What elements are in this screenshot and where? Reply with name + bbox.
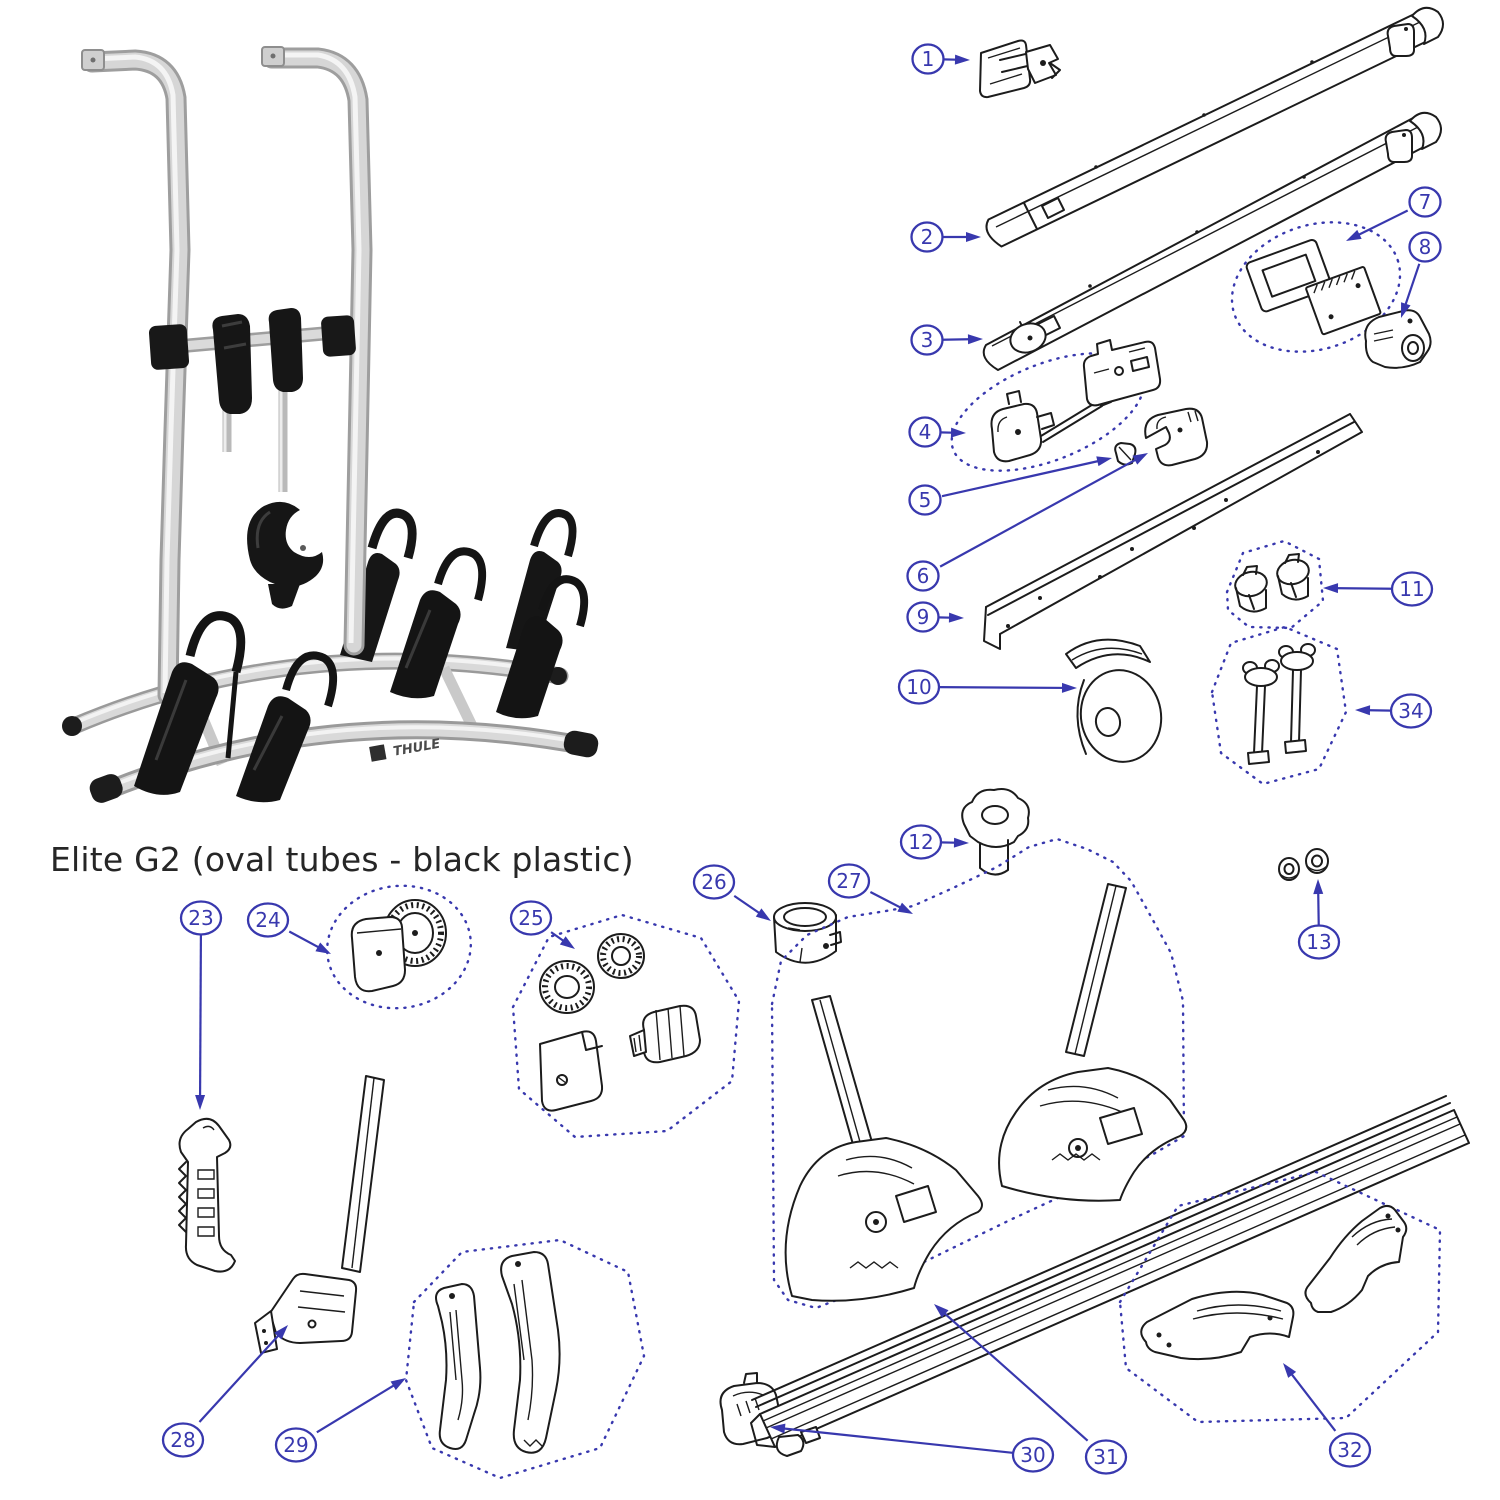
callout-number: 11 bbox=[1399, 577, 1424, 601]
callout-number: 29 bbox=[283, 1433, 308, 1457]
part-24-drawing bbox=[325, 884, 473, 1010]
part-7-drawing bbox=[1230, 221, 1402, 353]
part-3-drawing bbox=[982, 111, 1442, 371]
group-24-outline bbox=[325, 884, 473, 1010]
callout-number: 4 bbox=[919, 420, 932, 444]
part-28-drawing bbox=[254, 1075, 385, 1354]
callout-34[interactable]: 34 bbox=[1355, 693, 1433, 729]
callout-27[interactable]: 27 bbox=[827, 863, 913, 915]
callout-number: 34 bbox=[1398, 699, 1423, 723]
callout-number: 28 bbox=[170, 1428, 195, 1452]
crossbar-clamp bbox=[321, 315, 356, 357]
rail-end-cap bbox=[549, 667, 567, 685]
callout-number: 23 bbox=[188, 906, 213, 930]
part-25-drawing bbox=[511, 913, 741, 1139]
callout-number: 26 bbox=[701, 870, 726, 894]
callout-number: 8 bbox=[1419, 235, 1432, 259]
callout-25[interactable]: 25 bbox=[509, 900, 575, 950]
callout-30[interactable]: 30 bbox=[770, 1423, 1055, 1473]
part-23-drawing bbox=[178, 1117, 236, 1273]
callout-number: 1 bbox=[922, 47, 935, 71]
part-13-drawing bbox=[1278, 848, 1329, 881]
part-32-drawing bbox=[1118, 1170, 1442, 1424]
strap-buckle bbox=[212, 314, 252, 414]
callout-8[interactable]: 8 bbox=[1401, 231, 1442, 319]
callout-4[interactable]: 4 bbox=[908, 416, 967, 448]
callout-1[interactable]: 1 bbox=[911, 43, 971, 75]
rail-end-cap bbox=[89, 774, 123, 803]
wheel-holder bbox=[236, 651, 338, 803]
rail-end-cap bbox=[62, 716, 82, 736]
callout-number: 10 bbox=[906, 675, 931, 699]
callout-number: 7 bbox=[1419, 190, 1432, 214]
callout-24[interactable]: 24 bbox=[246, 902, 331, 955]
callout-10[interactable]: 10 bbox=[897, 669, 1077, 705]
part-26-drawing bbox=[773, 902, 842, 964]
callout-number: 9 bbox=[917, 605, 930, 629]
wheel-holder bbox=[134, 611, 246, 795]
callout-3[interactable]: 3 bbox=[910, 324, 984, 356]
callout-6[interactable]: 6 bbox=[906, 453, 1149, 592]
callout-11[interactable]: 11 bbox=[1323, 571, 1434, 607]
callout-32[interactable]: 32 bbox=[1283, 1363, 1372, 1468]
frame-jaw-clamp bbox=[247, 501, 324, 609]
part-5-drawing bbox=[1114, 442, 1137, 466]
part-31-drawing bbox=[750, 1095, 1470, 1457]
callout-number: 5 bbox=[919, 488, 932, 512]
part-10-drawing bbox=[1065, 638, 1163, 763]
callout-12[interactable]: 12 bbox=[899, 824, 969, 860]
part-4-drawing bbox=[950, 339, 1162, 472]
part-27-drawing bbox=[770, 837, 1188, 1310]
callout-number: 6 bbox=[917, 564, 930, 588]
callout-number: 12 bbox=[908, 830, 933, 854]
callout-number: 2 bbox=[921, 225, 934, 249]
product-photo: THULE bbox=[62, 46, 599, 803]
callout-28[interactable]: 28 bbox=[161, 1325, 288, 1458]
callout-29[interactable]: 29 bbox=[274, 1378, 406, 1463]
part-9-drawing bbox=[983, 413, 1363, 650]
callout-5[interactable]: 5 bbox=[908, 456, 1113, 516]
callout-9[interactable]: 9 bbox=[906, 601, 965, 633]
group-7-outline bbox=[1230, 221, 1402, 353]
part-2-drawing bbox=[985, 6, 1444, 248]
crossbar-clamp bbox=[148, 324, 190, 370]
callout-number: 25 bbox=[518, 906, 543, 930]
part-34-drawing bbox=[1210, 625, 1348, 786]
callout-number: 13 bbox=[1306, 930, 1331, 954]
part-11-drawing bbox=[1225, 539, 1325, 630]
callout-number: 31 bbox=[1093, 1445, 1118, 1469]
callout-number: 3 bbox=[921, 328, 934, 352]
diagram-title: Elite G2 (oval tubes - black plastic) bbox=[50, 840, 634, 879]
callout-23[interactable]: 23 bbox=[179, 900, 223, 1111]
callout-31[interactable]: 31 bbox=[934, 1304, 1128, 1475]
part-29-drawing bbox=[404, 1238, 646, 1480]
part-1-drawing bbox=[979, 39, 1061, 99]
callout-number: 30 bbox=[1020, 1443, 1045, 1467]
callout-13[interactable]: 13 bbox=[1297, 879, 1341, 960]
part-8-drawing bbox=[1364, 309, 1432, 369]
callout-26[interactable]: 26 bbox=[692, 864, 771, 922]
part-6-drawing bbox=[1144, 407, 1209, 467]
strap-buckle bbox=[268, 308, 303, 392]
callout-7[interactable]: 7 bbox=[1346, 186, 1442, 242]
group-25-outline bbox=[511, 913, 741, 1139]
rail-end-cap bbox=[563, 730, 599, 758]
brand-text: THULE bbox=[392, 737, 441, 760]
wheel-holder bbox=[506, 509, 577, 652]
wheel-holder bbox=[390, 547, 487, 699]
part-12-drawing bbox=[961, 788, 1030, 876]
group-32-outline bbox=[1118, 1170, 1442, 1424]
callout-number: 27 bbox=[836, 869, 861, 893]
group-11-outline bbox=[1225, 539, 1325, 630]
callout-number: 32 bbox=[1337, 1438, 1362, 1462]
wheel-holder bbox=[496, 575, 589, 719]
callout-2[interactable]: 2 bbox=[910, 221, 982, 253]
callout-number: 24 bbox=[255, 908, 280, 932]
group-34-outline bbox=[1210, 625, 1348, 786]
